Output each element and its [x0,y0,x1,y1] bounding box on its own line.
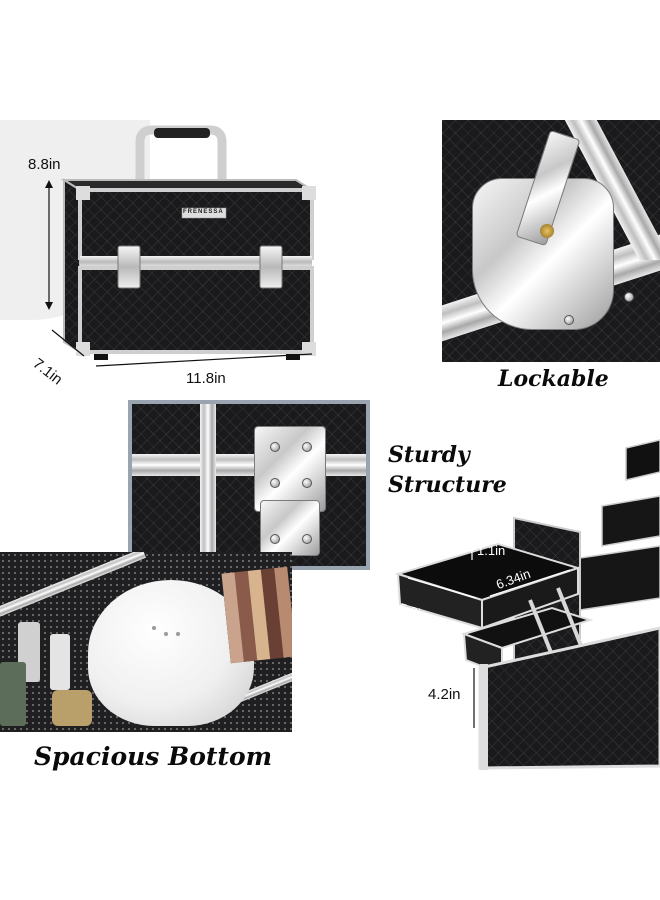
brand-label: FRENESSA [183,209,224,215]
lock-closeup-panel [442,120,660,362]
case-closed-illustration [60,125,316,360]
latch-hinge [254,426,326,512]
lock-cylinder [540,224,554,238]
eyeshadow-palette [221,566,292,664]
bottle [0,662,26,726]
interior-panel [0,552,292,732]
sturdy-caption-line2: Structure [388,472,507,498]
lockable-caption: Lockable [498,366,609,392]
depth-arrow [51,329,85,357]
case-open-illustration [394,439,660,770]
width-arrow [95,353,313,367]
bottle [50,634,70,690]
sturdy-closeup-panel [128,400,370,570]
compact [52,690,92,726]
latch-plate [260,500,320,556]
height-arrow [45,180,53,310]
sturdy-caption-line1: Sturdy [388,442,470,468]
height-label: 8.8in [28,156,61,173]
spacious-caption: Spacious Bottom [34,742,273,771]
bottom-height-label: 4.2in [428,686,461,703]
tray-height-label: 1.1in [477,543,506,558]
width-label: 11.8in [186,370,226,387]
